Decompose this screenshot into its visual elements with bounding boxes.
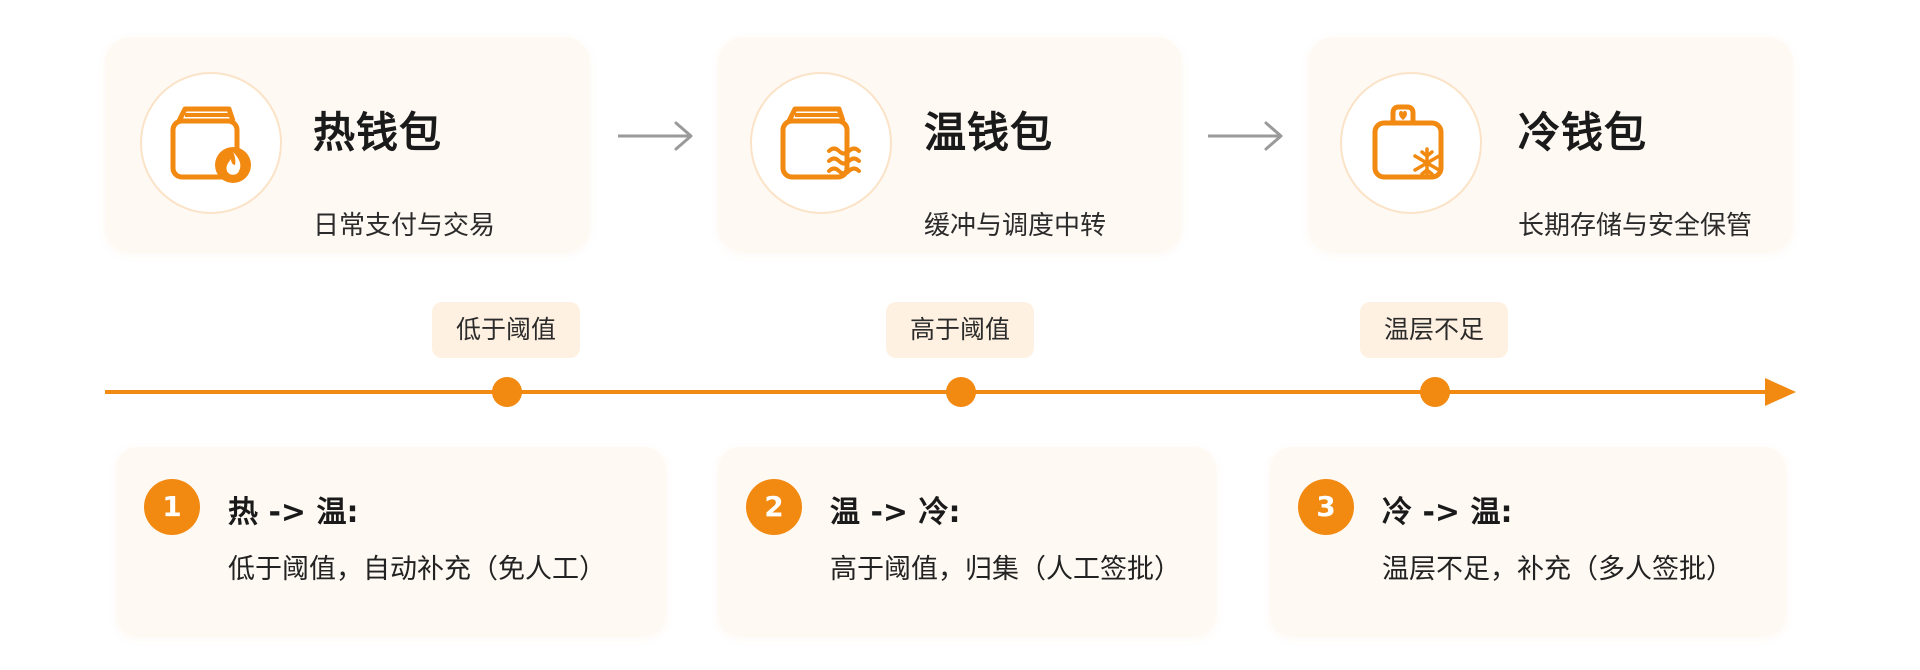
- timeline-point: [946, 377, 976, 407]
- timeline-label-high-threshold: 高于阈值: [886, 302, 1035, 358]
- wallet-description: 日常支付与交易: [313, 211, 496, 241]
- timeline-label-warm-insufficient: 温层不足: [1360, 302, 1509, 358]
- cold-wallet-card: 冷钱包 长期存储与安全保管: [1308, 37, 1793, 253]
- rule-description: 高于阈值，归集（人工签批）: [830, 554, 1181, 585]
- rule-title: 温 -> 冷:: [830, 495, 961, 530]
- timeline: [105, 377, 1796, 407]
- rule-title: 热 -> 温:: [228, 495, 359, 530]
- step-number-badge: 2: [746, 479, 802, 535]
- rule-title: 冷 -> 温:: [1382, 495, 1513, 530]
- hot-wallet-icon-circle: [140, 72, 282, 214]
- rule-description: 温层不足，补充（多人签批）: [1382, 554, 1733, 585]
- wallet-description: 缓冲与调度中转: [924, 211, 1107, 241]
- timeline-point: [492, 377, 522, 407]
- timeline-arrowhead-icon: [1765, 378, 1796, 406]
- rule-description: 低于阈值，自动补充（免人工）: [228, 554, 606, 585]
- wallet-title: 冷钱包: [1518, 108, 1648, 157]
- rule-card-warm-to-cold: 2 温 -> 冷: 高于阈值，归集（人工签批）: [718, 447, 1216, 637]
- hot-wallet-flame-icon: [170, 106, 251, 183]
- rule-card-cold-to-warm: 3 冷 -> 温: 温层不足，补充（多人签批）: [1270, 447, 1786, 637]
- warm-wallet-card: 温钱包 缓冲与调度中转: [718, 37, 1182, 253]
- warm-wallet-icon-circle: [750, 72, 892, 214]
- cold-wallet-icon-circle: [1340, 72, 1482, 214]
- cold-wallet-snowflake-icon: [1372, 104, 1444, 180]
- rule-card-hot-to-warm: 1 热 -> 温: 低于阈值，自动补充（免人工）: [116, 447, 666, 637]
- wallet-description: 长期存储与安全保管: [1518, 211, 1753, 241]
- timeline-point: [1420, 377, 1450, 407]
- arrow-right-icon: [618, 121, 693, 151]
- step-number-badge: 1: [144, 479, 200, 535]
- arrow-right-icon: [1208, 121, 1283, 151]
- wallet-title: 热钱包: [313, 108, 443, 157]
- timeline-label-low-threshold: 低于阈值: [432, 302, 581, 358]
- step-number-badge: 3: [1298, 479, 1354, 535]
- hot-wallet-card: 热钱包 日常支付与交易: [105, 37, 590, 253]
- wallet-title: 温钱包: [924, 108, 1054, 157]
- warm-wallet-waves-icon: [780, 106, 861, 180]
